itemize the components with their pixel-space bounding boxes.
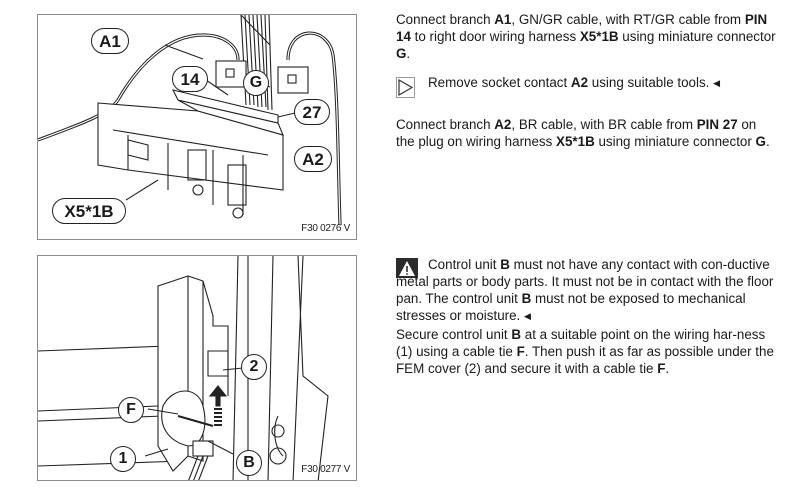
emphasis-term: G: [396, 46, 407, 61]
figure-code: F30 0276 V: [301, 223, 350, 234]
text-run: at a suitable point on the wiring har-ne…: [396, 327, 766, 359]
control-unit-illustration: [38, 256, 329, 480]
callout-a2: A2: [294, 146, 332, 172]
emphasis-term: B: [500, 257, 510, 272]
text-run: on the plug on wiring harness: [396, 117, 757, 149]
callout-pin-14: 14: [172, 66, 208, 92]
text-run: Secure control unit: [396, 327, 512, 342]
text-run: , BR cable, with BR cable from: [511, 117, 697, 132]
text-run: using miniature connector: [594, 134, 756, 149]
emphasis-term: G: [755, 134, 766, 149]
text-run: .: [665, 361, 670, 376]
text-run: .: [406, 46, 411, 61]
step-text: Connect branch A1, GN/GR cable, with RT/…: [396, 11, 776, 62]
callout-fem-cover-2: 2: [241, 354, 267, 380]
callout-x5-1b: X5*1B: [52, 198, 126, 224]
step-secure-control-unit: Secure control unit B at a suitable poin…: [396, 326, 776, 377]
step-text: Control unit B must not have any contact…: [396, 256, 776, 325]
callout-a1: A1: [91, 28, 129, 54]
text-run: must not be exposed to mechanical stress…: [396, 291, 746, 323]
warning-triangle-icon: [396, 258, 418, 278]
emphasis-term: B: [511, 327, 522, 342]
emphasis-term: PIN 27: [696, 117, 738, 132]
callout-cable-tie-f: F: [118, 397, 144, 423]
step-remove-socket-contact: Remove socket contact A2 using suitable …: [396, 74, 776, 92]
emphasis-term: A1: [494, 12, 512, 27]
warning-control-unit-contact: Control unit B must not have any contact…: [396, 256, 776, 325]
text-run: Connect branch: [396, 117, 495, 132]
text-run: Remove socket contact: [428, 75, 571, 90]
emphasis-term: B: [521, 291, 532, 306]
step-connect-a1: Connect branch A1, GN/GR cable, with RT/…: [396, 11, 776, 62]
end-of-step-marker-icon: ◀: [713, 78, 721, 88]
text-run: using miniature connector: [618, 29, 776, 44]
text-run: Control unit: [428, 257, 501, 272]
step-connect-a2: Connect branch A2, BR cable, with BR cab…: [396, 116, 776, 150]
text-run: . Then push it as far as possible under …: [396, 344, 774, 376]
connector-illustration: [38, 15, 342, 226]
emphasis-term: X5*1B: [579, 29, 619, 44]
emphasis-term: X5*1B: [556, 134, 595, 149]
step-text: Connect branch A2, BR cable, with BR cab…: [396, 116, 776, 150]
callout-harness-1: 1: [110, 446, 136, 472]
figure-connector-wiring: A1 14 G 27 A2 X5*1B F30 0276 V: [37, 14, 357, 240]
play-triangle-icon: [396, 77, 415, 98]
step-text: Remove socket contact A2 using suitable …: [396, 74, 776, 92]
callout-pin-27: 27: [294, 99, 330, 125]
emphasis-term: PIN 14: [396, 12, 768, 44]
step-text: Secure control unit B at a suitable poin…: [396, 326, 776, 377]
text-run: .: [765, 134, 770, 149]
figure-control-unit-mounting: 2 F 1 B F30 0277 V: [37, 255, 357, 481]
emphasis-term: A2: [494, 117, 512, 132]
text-run: Connect branch: [396, 12, 495, 27]
text-run: , GN/GR cable, with RT/GR cable from: [511, 12, 745, 27]
callout-g: G: [243, 70, 269, 96]
text-run: using suitable tools.: [588, 75, 714, 90]
text-run: to right door wiring harness: [410, 29, 580, 44]
emphasis-term: F: [657, 361, 666, 376]
figure-code: F30 0277 V: [301, 464, 350, 475]
callout-control-unit-b: B: [236, 450, 262, 476]
end-of-step-marker-icon: ◀: [524, 311, 531, 321]
emphasis-term: F: [516, 344, 525, 359]
emphasis-term: A2: [570, 75, 589, 90]
text-run: must not have any contact with con-ducti…: [396, 257, 774, 306]
